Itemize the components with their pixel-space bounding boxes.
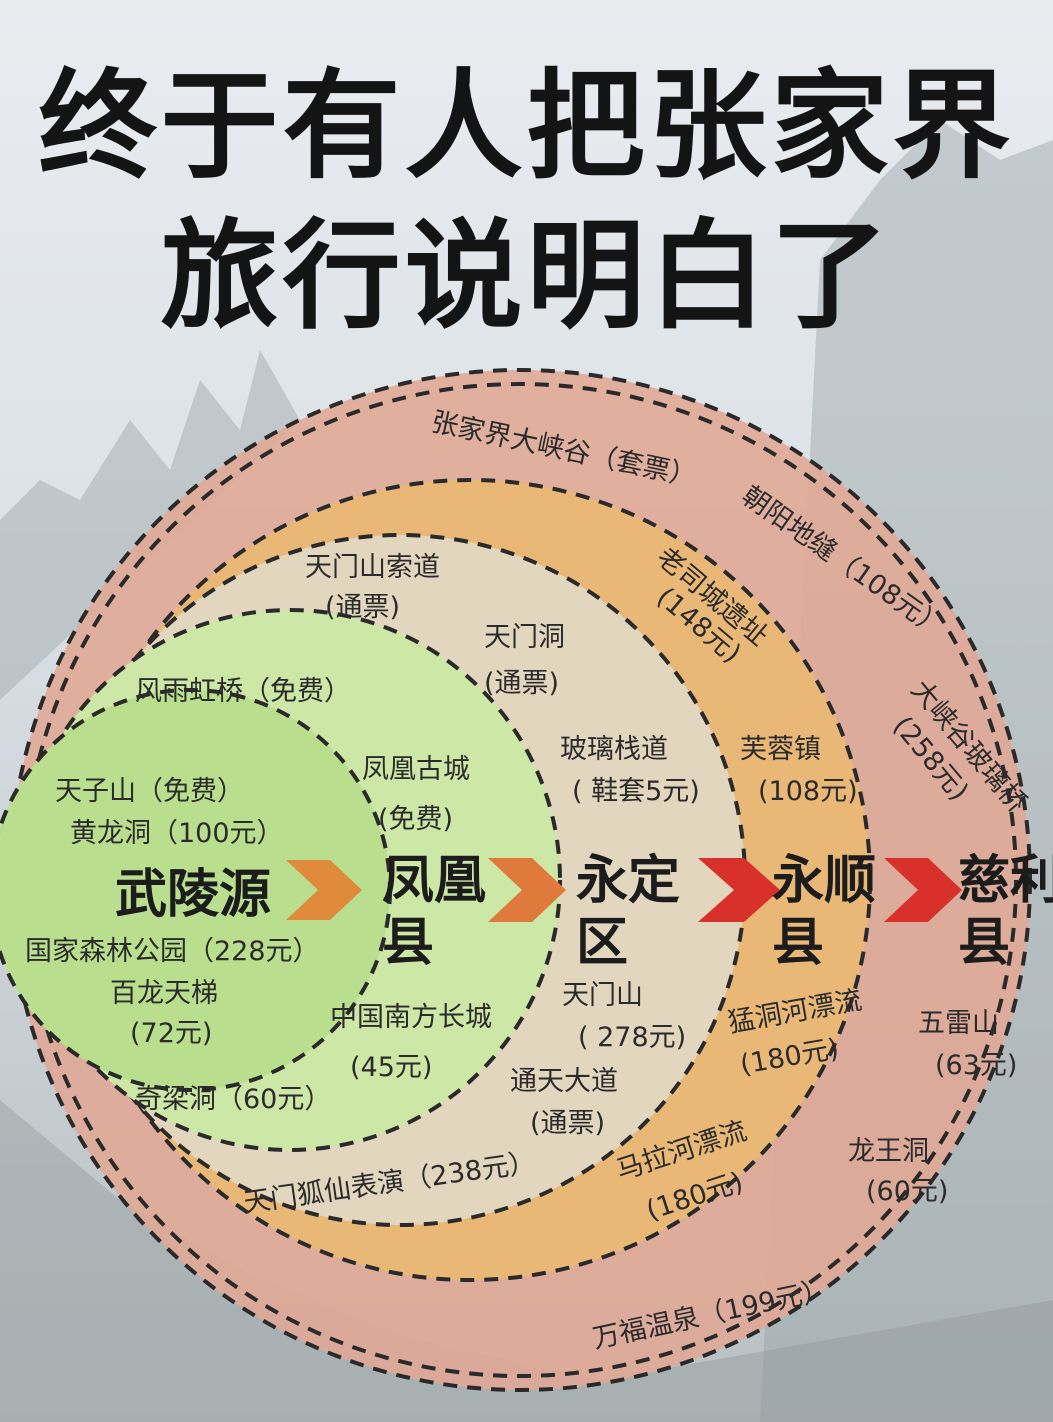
- label-tianmen-suodao-2: (通票): [325, 592, 400, 623]
- label-longwang-1: 龙王洞: [848, 1136, 929, 1167]
- district-fenghuang-1: 凤凰: [382, 851, 486, 911]
- label-wuleishan-1: 五雷山: [918, 1008, 999, 1039]
- district-yongshun-1: 永顺: [772, 851, 876, 911]
- label-wuleishan-2: (63元): [935, 1050, 1017, 1081]
- page-title-line2: 旅行说明白了: [160, 207, 893, 345]
- district-cili-1: 慈利: [958, 851, 1053, 911]
- label-guojia-senlin: 国家森林公园（228元）: [25, 936, 320, 967]
- arrow-3: [698, 858, 780, 922]
- label-fenghuang-gucheng-1: 凤凰古城: [362, 754, 470, 785]
- label-tianmenshan-1: 天门山: [562, 980, 643, 1011]
- label-tianmenshan-2: ( 278元): [578, 1022, 686, 1053]
- district-yongding-1: 永定: [576, 851, 680, 911]
- label-bailong-1: 百龙天梯: [110, 978, 218, 1009]
- label-nanfang-changcheng-1: 中国南方长城: [330, 1002, 492, 1033]
- label-fenghuang-gucheng-2: (免费): [378, 804, 453, 835]
- label-furongzhen-2: (108元): [758, 776, 858, 807]
- label-fengyu-hongqiao: 风雨虹桥（免费）: [135, 676, 351, 707]
- district-yongding-2: 区: [576, 913, 628, 973]
- label-huanglongdong: 黄龙洞（100元）: [70, 818, 284, 849]
- label-boli-zhandao-2: ( 鞋套5元): [572, 776, 700, 807]
- district-yongshun-2: 县: [772, 913, 824, 973]
- district-cili-2: 县: [958, 913, 1010, 973]
- arrow-2: [488, 858, 566, 922]
- arrow-4: [884, 858, 962, 922]
- district-fenghuang-2: 县: [382, 913, 434, 973]
- label-tianzishan: 天子山（免费）: [55, 776, 244, 807]
- label-tongtian-1: 通天大道: [510, 1066, 618, 1097]
- label-nanfang-changcheng-2: (45元): [350, 1052, 432, 1083]
- arrow-1: [286, 860, 362, 920]
- cili-ring-inner-border: [22, 382, 1018, 1378]
- page-title-line1: 终于有人把张家界: [38, 57, 1015, 195]
- wulingyuan-core: [0, 690, 390, 1090]
- label-tianmen-suodao-1: 天门山索道: [305, 552, 440, 583]
- label-tianmendong-2: (通票): [484, 668, 559, 699]
- label-longwang-2: (60元): [866, 1176, 948, 1207]
- district-wulingyuan: 武陵源: [115, 865, 271, 925]
- wulingyuan-core-border: [0, 688, 392, 1092]
- label-tianmendong-1: 天门洞: [484, 622, 565, 653]
- label-bailong-2: (72元): [130, 1018, 212, 1049]
- label-qiliangdong: 奇梁洞（60元）: [135, 1084, 331, 1115]
- label-furongzhen-1: 芙蓉镇: [740, 734, 821, 765]
- cili-ring-border: [8, 368, 1032, 1392]
- label-tongtian-2: (通票): [530, 1108, 605, 1139]
- label-boli-zhandao-1: 玻璃栈道: [560, 734, 668, 765]
